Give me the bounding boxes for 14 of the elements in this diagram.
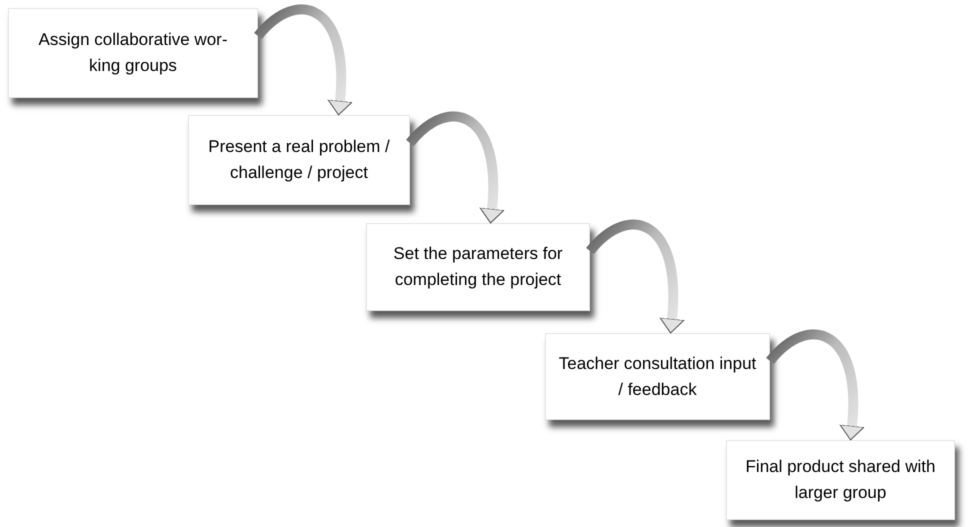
step-box <box>8 8 258 98</box>
curved-arrow <box>406 112 504 224</box>
curved-arrow <box>766 330 864 440</box>
step-box <box>366 223 590 311</box>
step-box <box>188 115 410 205</box>
curved-arrow <box>586 220 684 334</box>
step-text: Teacher consultation input / feedback <box>558 352 757 400</box>
step-text: Final product shared with larger group <box>744 456 936 504</box>
step-text: Present a real problem / challenge / project <box>207 136 391 184</box>
step-box <box>545 333 770 420</box>
step-text: Set the parameters for completing the project <box>392 243 564 291</box>
curved-arrow <box>254 4 352 116</box>
step-text: Assign collaborative wor- king groups <box>38 29 228 77</box>
step-box <box>726 440 955 520</box>
